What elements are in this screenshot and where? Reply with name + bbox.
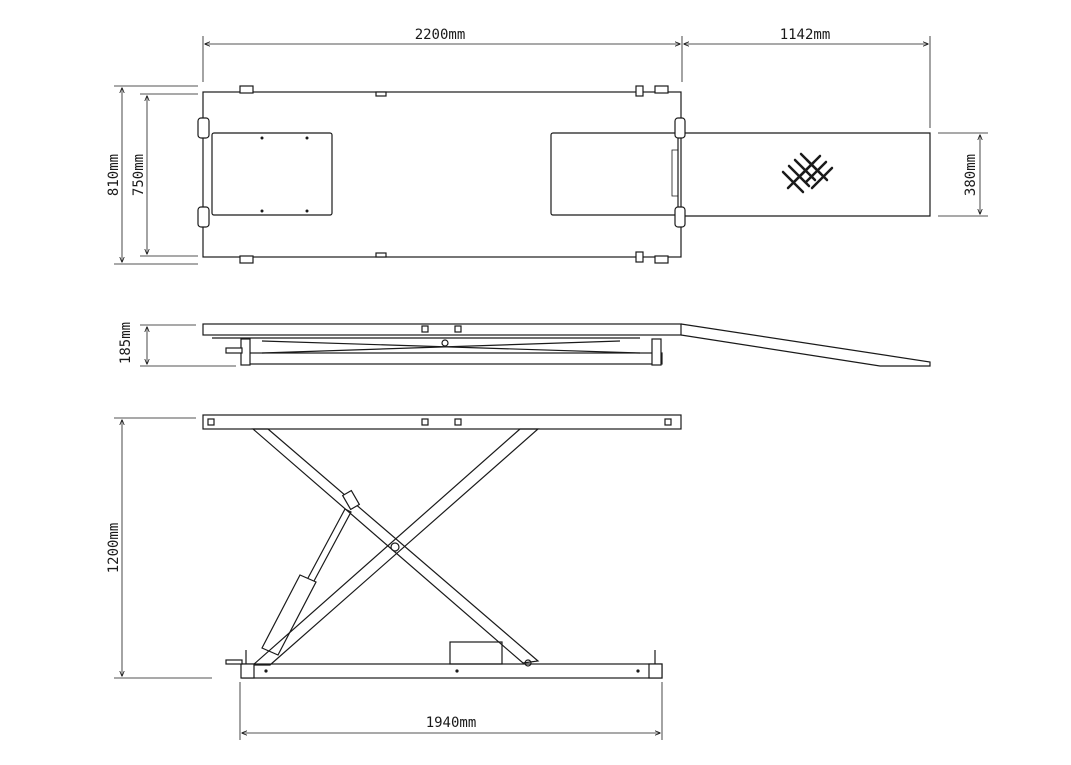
side-tabs (197, 85, 686, 264)
base-frame (241, 663, 663, 679)
ramp-side (680, 323, 931, 367)
label-1940mm: 1940mm (426, 715, 477, 731)
label-750mm: 750mm (131, 154, 147, 196)
collapsed-top-frame (202, 323, 682, 336)
dimension-outer-width: 810mm (106, 85, 198, 265)
dimension-collapsed-height: 185mm (118, 322, 236, 367)
dimension-ramp-width: 380mm (938, 132, 988, 217)
label-810mm: 810mm (106, 154, 122, 196)
raised-top-frame (202, 414, 682, 430)
label-1200mm: 1200mm (106, 523, 122, 574)
side-view-raised: 1200mm (106, 414, 682, 740)
platform-outline (202, 91, 682, 258)
ramp-top (681, 132, 931, 217)
left-panel (211, 132, 333, 216)
scissor-arms (251, 428, 540, 666)
dimension-inner-width: 750mm (131, 93, 198, 257)
label-185mm: 185mm (118, 322, 134, 364)
dimension-top-length: 2200mm (202, 27, 683, 82)
label-2200mm: 2200mm (415, 27, 466, 43)
grip-pattern-icon (781, 152, 834, 194)
dimension-ramp-length: 1142mm (684, 27, 931, 128)
dimension-base-length: 1940mm (239, 682, 663, 740)
hydraulic-cylinder (261, 489, 361, 656)
top-view: 2200mm 1142mm 810mm 750mm 380mm (106, 27, 988, 265)
label-1142mm: 1142mm (780, 27, 831, 43)
right-panel (550, 132, 679, 216)
dimension-max-height: 1200mm (106, 417, 212, 679)
panel-bolts (260, 136, 309, 213)
label-380mm: 380mm (963, 154, 979, 196)
side-view-collapsed: 185mm (118, 322, 931, 367)
